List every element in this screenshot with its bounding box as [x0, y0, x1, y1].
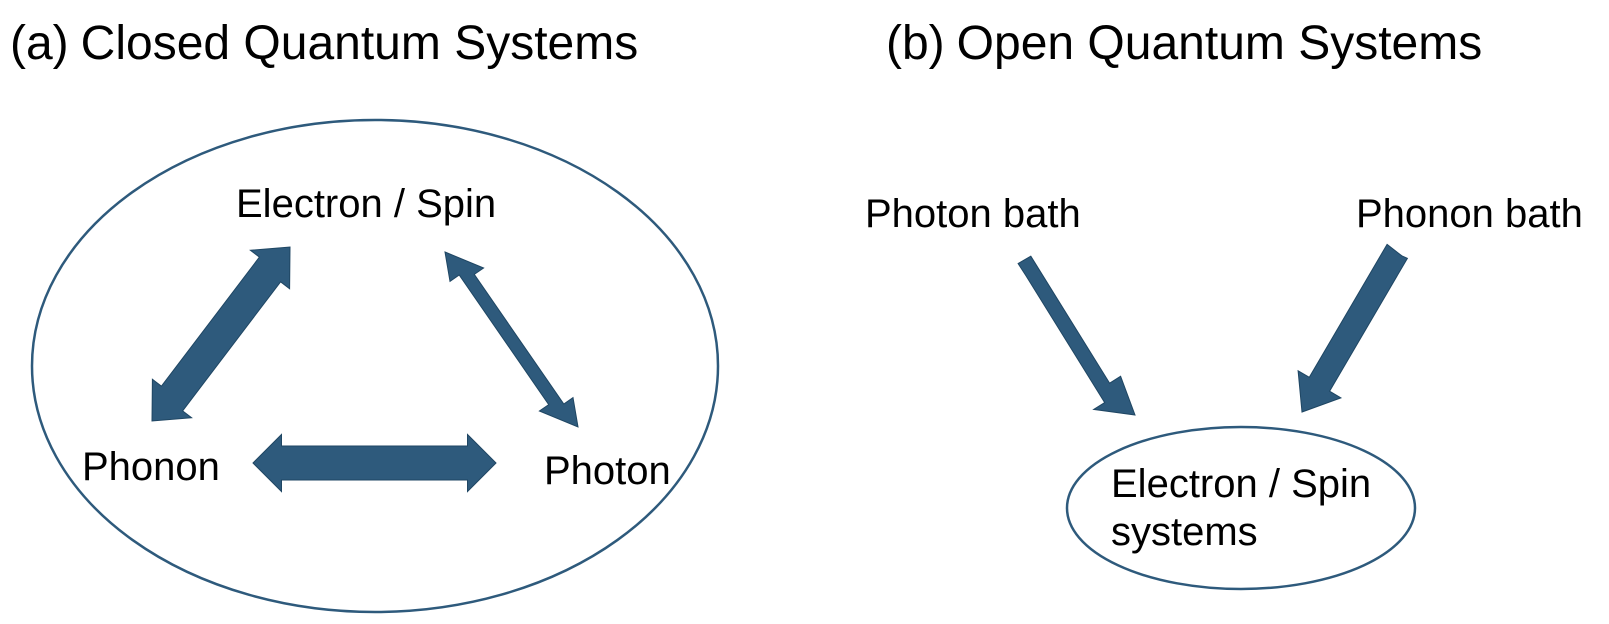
arrow-electron-photon [444, 251, 579, 428]
panel-b-title: (b)Open Quantum Systems [886, 14, 1482, 74]
arrow-phonon-bath-to-system [1297, 243, 1409, 413]
arrow-photon-bath-to-system [1017, 255, 1136, 416]
node-phonon-bath: Phonon bath [1356, 192, 1583, 236]
node-electron-spin: Electron / Spin [236, 182, 497, 226]
panel-a-title-text: Closed Quantum Systems [80, 17, 639, 70]
node-photon: Photon [544, 449, 671, 493]
panel-a-title: (a)Closed Quantum Systems [10, 14, 638, 74]
arrow-electron-phonon [151, 246, 291, 422]
system-label-line-1: Electron / Spin [1111, 462, 1372, 506]
node-electron-spin-systems: Electron / Spin systems [1111, 460, 1371, 556]
panel-a-tag: (a) [10, 17, 69, 70]
panel-b-tag: (b) [886, 17, 945, 70]
node-phonon: Phonon [82, 445, 220, 489]
open-system-ellipse [1065, 425, 1417, 591]
closed-system-boundary [30, 118, 720, 614]
panel-b-title-text: Open Quantum Systems [956, 17, 1483, 70]
node-photon-bath: Photon bath [865, 192, 1081, 236]
arrow-phonon-photon [252, 433, 497, 493]
system-label-line-2: systems [1111, 510, 1258, 554]
